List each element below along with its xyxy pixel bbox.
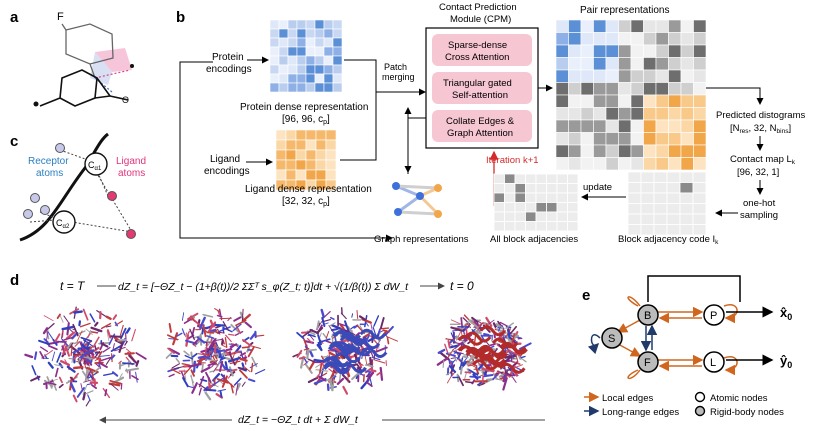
output-y-label: ŷ0 bbox=[780, 353, 792, 370]
graph-node-p bbox=[703, 304, 725, 326]
output-x-label: x̂0 bbox=[780, 305, 792, 322]
graph-representation-icon bbox=[392, 182, 442, 218]
forward-sde-equation: dZ_t = [−ΘZ_t − (1+β(t))/2 ΣΣᵀ s_φ(Z_t; … bbox=[118, 281, 409, 293]
ligand-dense-grid bbox=[275, 129, 337, 191]
ligand-encodings-label-2: encodings bbox=[204, 166, 250, 177]
iteration-label: Iteration k+1 bbox=[486, 155, 539, 166]
panel-label-c: c bbox=[10, 133, 18, 150]
panel-label-d: d bbox=[10, 272, 19, 289]
panel-b-pipeline: Protein encodings Protein dense represen… bbox=[179, 2, 805, 246]
panel-label-e: e bbox=[582, 287, 590, 304]
ligand-atoms-label: Ligand bbox=[116, 156, 146, 167]
all-block-adjacencies-grid bbox=[493, 173, 579, 232]
calpha1-label: Cα1 bbox=[88, 160, 102, 172]
contact-map-label: Contact map Lk bbox=[730, 154, 796, 166]
graph-node-label-b: B bbox=[644, 310, 651, 322]
predicted-distograms-label: Predicted distograms bbox=[716, 110, 805, 121]
cpm-step-2-text-2: Self-attention bbox=[452, 90, 508, 101]
receptor-atoms-label: Receptor bbox=[28, 156, 69, 167]
update-label: update bbox=[583, 182, 612, 193]
ligand-dense-shape: [32, 32, cp] bbox=[282, 196, 330, 208]
t-start-label: t = T bbox=[60, 279, 86, 293]
calpha2-label: Cα2 bbox=[56, 218, 70, 230]
graph-node-label-l: L bbox=[710, 357, 716, 369]
reverse-sde-equation: dZ_t = −ΘZ_t dt + Σ dW_t bbox=[238, 414, 359, 426]
receptor-atoms-label-2: atoms bbox=[36, 168, 63, 179]
panel-label-b: b bbox=[176, 9, 185, 26]
one-hot-label-2: sampling bbox=[740, 210, 778, 221]
pair-representation-grid bbox=[555, 19, 707, 171]
cpm-title: Contact Prediction bbox=[439, 2, 517, 13]
graph-node-l bbox=[703, 351, 725, 373]
cpm-step-3 bbox=[432, 110, 532, 142]
ligand-encodings-label: Ligand bbox=[210, 154, 240, 165]
graph-representations-label: Graph representations bbox=[374, 234, 469, 245]
cpm-title-2: Module (CPM) bbox=[450, 14, 511, 25]
graph-node-label-p: P bbox=[710, 310, 717, 322]
svg-text:O: O bbox=[122, 95, 129, 105]
t-end-label: t = 0 bbox=[450, 279, 474, 293]
cpm-step-1-text-2: Cross Attention bbox=[445, 52, 509, 63]
legend-local-edges: Local edges bbox=[602, 393, 653, 404]
graph-node-s bbox=[601, 327, 623, 349]
pair-representations-title: Pair representations bbox=[580, 5, 670, 16]
legend-long-range-edges: Long-range edges bbox=[602, 407, 679, 418]
cpm-step-3-text: Collate Edges & bbox=[446, 116, 515, 127]
block-adjacency-code-label: Block adjacency code Ik bbox=[618, 234, 719, 246]
cpm-step-1 bbox=[432, 34, 532, 66]
contact-map-shape: [96, 32, 1] bbox=[737, 167, 779, 178]
cpm-step-3-text-2: Graph Attention bbox=[447, 128, 513, 139]
protein-dense-label: Protein dense representation bbox=[240, 102, 368, 113]
protein-dense-grid bbox=[269, 19, 343, 93]
cpm-step-1-text: Sparse-dense bbox=[448, 40, 507, 51]
protein-encodings-label: Protein bbox=[212, 52, 244, 63]
ligand-atoms-label-2: atoms bbox=[118, 168, 145, 179]
all-block-adjacencies-label: All block adjacencies bbox=[490, 234, 578, 245]
protein-encodings-label-2: encodings bbox=[206, 64, 252, 75]
distogram-shape: [Nres, 32, Nbins] bbox=[730, 123, 791, 135]
legend-atomic-nodes: Atomic nodes bbox=[710, 393, 768, 404]
cpm-step-2 bbox=[432, 72, 532, 104]
ligand-dense-label: Ligand dense representation bbox=[245, 184, 372, 195]
graph-node-label-f: F bbox=[644, 357, 651, 369]
patch-merging-label-2: merging bbox=[382, 72, 415, 82]
one-hot-label: one-hot bbox=[743, 198, 776, 209]
patch-merging-label: Patch bbox=[384, 62, 407, 72]
legend-rigid-body-nodes: Rigid-body nodes bbox=[710, 407, 784, 418]
molecule-drawing: F O bbox=[33, 11, 134, 107]
graph-node-f bbox=[637, 351, 659, 373]
block-adjacency-code-grid bbox=[627, 171, 707, 236]
contact-diagram: Receptor atoms Ligand atoms Cα1 Cα2 bbox=[19, 132, 146, 242]
fluorine-label: F bbox=[57, 11, 64, 23]
protein-dense-shape: [96, 96, cp] bbox=[282, 114, 330, 126]
cpm-step-2-text: Triangular gated bbox=[443, 78, 512, 89]
panel-d-diffusion: t = T dZ_t = [−ΘZ_t − (1+β(t))/2 ΣΣᵀ s_φ… bbox=[24, 279, 545, 426]
graph-node-label-s: S bbox=[608, 333, 615, 345]
graph-node-b bbox=[637, 304, 659, 326]
panel-e-graph: x̂0 ŷ0 B P S F L Local edges Long-range edge… bbox=[584, 275, 792, 418]
panel-label-a: a bbox=[10, 9, 19, 26]
protein-structure-snapshots bbox=[24, 306, 532, 407]
